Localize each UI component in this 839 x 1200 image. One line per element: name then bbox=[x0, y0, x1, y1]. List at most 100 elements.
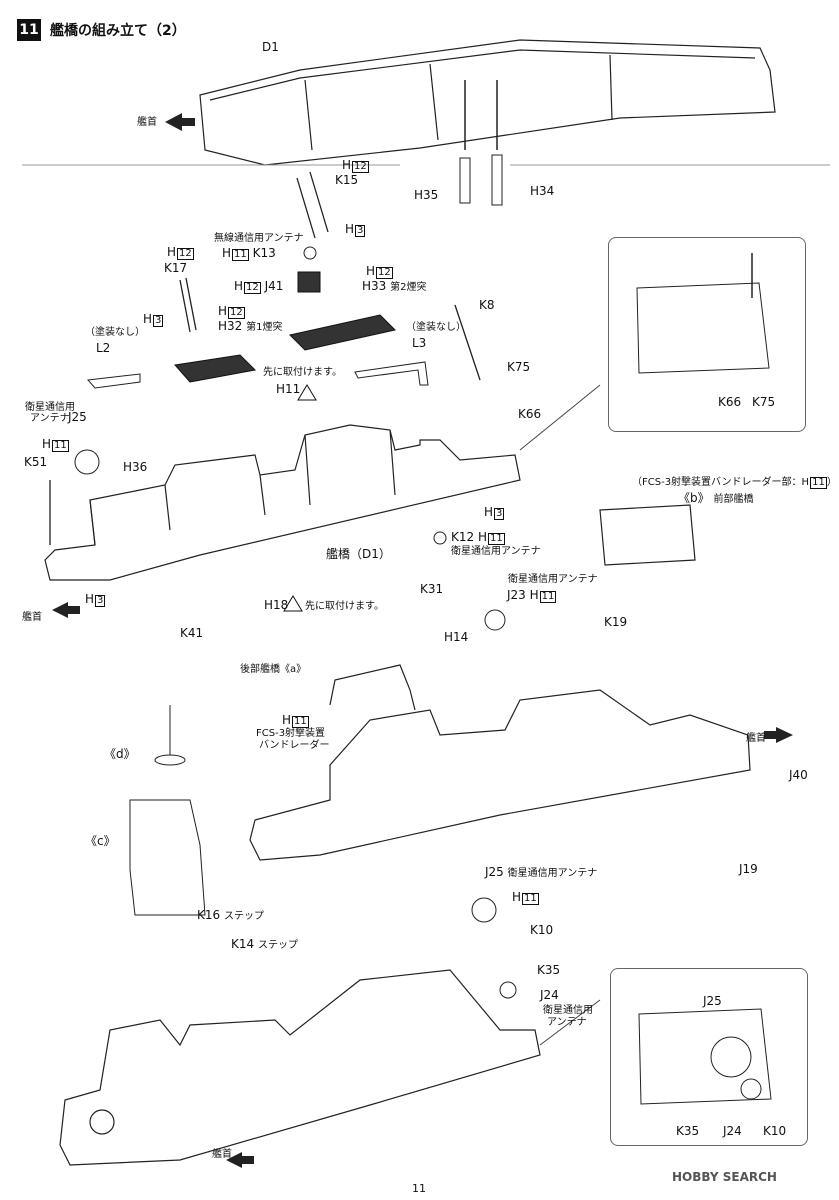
part-label-j25-lower: J25 衛星通信用アンテナ bbox=[485, 865, 598, 879]
detail-inset-k66-k75: K66 K75 bbox=[608, 237, 806, 432]
bow-label: 艦首 bbox=[137, 117, 157, 128]
part-label-k17: K17 bbox=[164, 261, 188, 275]
step-number: 11 bbox=[17, 19, 41, 41]
aft-bridge-label: 後部艦橋《a》 bbox=[240, 664, 307, 675]
part-label-k41: K41 bbox=[180, 626, 204, 640]
sat-antenna-note2: アンテナ bbox=[30, 413, 70, 424]
inset-label-k10: K10 bbox=[763, 1124, 787, 1138]
part-label-l3: L3 bbox=[412, 336, 427, 350]
radomes-lower bbox=[471, 897, 517, 999]
j23-note: 衛星通信用アンテナ bbox=[508, 574, 598, 585]
no-paint-note-l3: （塗装なし） bbox=[406, 322, 466, 333]
part-label-d1: D1 bbox=[262, 40, 279, 54]
inset-label-k66: K66 bbox=[718, 395, 742, 409]
bridge-deck-d1-drawing bbox=[199, 39, 776, 166]
bow-label-aft: 艦首 bbox=[746, 733, 766, 744]
funnel-h33 bbox=[289, 314, 396, 351]
watermark-logo: HOBBY SEARCH bbox=[672, 1170, 777, 1184]
k12-note: 衛星通信用アンテナ bbox=[451, 546, 541, 557]
inset-label-k35: K35 bbox=[676, 1124, 700, 1138]
part-label-k66: K66 bbox=[518, 407, 542, 421]
part-label-h33: H33 第2煙突 bbox=[362, 279, 427, 293]
c-label: 《c》 bbox=[85, 834, 116, 848]
bow-label-mid: 艦首 bbox=[22, 612, 42, 623]
radomes bbox=[74, 246, 506, 631]
part-label-h14: H14 bbox=[444, 630, 469, 644]
part-label-j25: J25 bbox=[68, 410, 87, 424]
part-label-k15: K15 bbox=[335, 173, 359, 187]
h34-h35-parts bbox=[459, 80, 503, 206]
part-label-j40: J40 bbox=[789, 768, 808, 782]
part-label-k31: K31 bbox=[420, 582, 444, 596]
mast-drawing bbox=[129, 705, 206, 916]
step-title: 艦橋の組み立て（2） bbox=[50, 23, 186, 39]
part-label-k8: K8 bbox=[479, 298, 495, 312]
inset-label-j25: J25 bbox=[703, 994, 722, 1008]
inset-label-j24: J24 bbox=[723, 1124, 742, 1138]
inset-drawing bbox=[636, 253, 770, 374]
detail-inset-j24-k10: J25 K35 J24 K10 bbox=[610, 968, 808, 1146]
bridge-d1-label: 艦橋（D1） bbox=[326, 547, 391, 561]
sat-antenna-note1: 衛星通信用 bbox=[25, 402, 75, 413]
antenna-rods bbox=[49, 171, 481, 545]
bridge-hull-drawing bbox=[44, 424, 521, 581]
part-label-k19: K19 bbox=[604, 615, 628, 629]
part-label-k14: K14 ステップ bbox=[231, 937, 298, 951]
part-label-h36: H36 bbox=[123, 460, 148, 474]
part-label-k16: K16 ステップ bbox=[197, 908, 264, 922]
warning-icon bbox=[297, 384, 317, 401]
inset-label-k75: K75 bbox=[752, 395, 776, 409]
rails bbox=[86, 361, 429, 389]
part-label-k51: K51 bbox=[24, 455, 48, 469]
arrow-right-icon bbox=[764, 727, 793, 743]
h18-note: 先に取付けます。 bbox=[305, 601, 384, 612]
j24-note2: アンテナ bbox=[547, 1017, 587, 1028]
part-label-j24: J24 bbox=[540, 988, 559, 1002]
arrow-left-icon bbox=[165, 113, 195, 131]
arrow-left-icon bbox=[52, 602, 80, 618]
part-label-h32: H32 第1煙突 bbox=[218, 319, 283, 333]
bow-label-bottom: 艦首 bbox=[212, 1149, 232, 1160]
arrow-left-icon bbox=[226, 1152, 254, 1168]
part-label-h18: H18 bbox=[264, 598, 289, 612]
warning-icon bbox=[283, 595, 303, 612]
part-label-k10: K10 bbox=[530, 923, 554, 937]
part-label-h35: H35 bbox=[414, 188, 439, 202]
part-label-k35: K35 bbox=[537, 963, 561, 977]
part-label-h11: H11 bbox=[276, 382, 301, 396]
k13-note: 無線通信用アンテナ bbox=[214, 233, 304, 244]
part-label-j19: J19 bbox=[739, 862, 758, 876]
page-number: 11 bbox=[412, 1182, 426, 1195]
no-paint-note-l2: （塗装なし） bbox=[85, 327, 145, 338]
part-label-k75: K75 bbox=[507, 360, 531, 374]
install-first-note: 先に取付けます。 bbox=[263, 367, 342, 378]
part-label-l2: L2 bbox=[96, 341, 111, 355]
part-j41 bbox=[297, 271, 321, 293]
part-label-h34: H34 bbox=[530, 184, 555, 198]
b-label: 《b》 前部艦橋 bbox=[678, 491, 754, 505]
aft-hull-drawing bbox=[249, 504, 751, 861]
j24-note1: 衛星通信用 bbox=[543, 1005, 593, 1016]
fcs-label1: FCS-3射撃装置 bbox=[256, 728, 326, 739]
inset-drawing-lower bbox=[638, 1008, 772, 1105]
fcs-label2: バンドレーダー bbox=[259, 740, 330, 751]
final-hull-drawing bbox=[59, 969, 541, 1166]
funnel-h32 bbox=[174, 354, 257, 383]
